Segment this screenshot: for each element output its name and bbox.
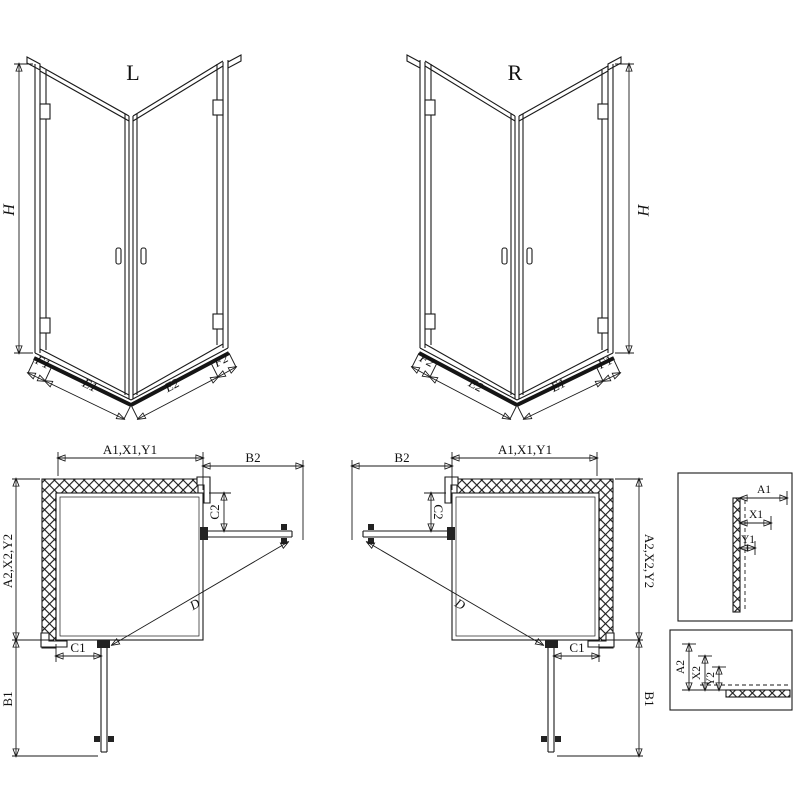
dim-label-y1-detail: Y1 [741,534,755,546]
dim-label-h-left: H [1,203,18,217]
dim-label-c1-left: C1 [70,640,85,655]
wall-end-profiles [40,476,211,648]
dim-label-d-right: D [452,595,469,613]
dim-label-c2-right: C2 [431,504,446,519]
dim-label-e2-right: E2 [465,375,486,396]
iso-right-labels: R H F2 E2 E1 F1 [416,60,651,395]
dim-label-a2x2y2-left: A2,X2,Y2 [0,534,15,588]
dim-label-b2-left: B2 [245,450,260,465]
dim-label-x2-detail: X2 [691,666,703,680]
wall-profile-right [222,54,242,348]
dim-label-h-right: H [634,203,651,217]
dim-label-f2-left: F2 [210,350,231,371]
dim-label-e1-right: E1 [547,375,567,395]
glass-door-edges [45,64,218,399]
glass-profile-horizontal [725,689,791,698]
wall-profile-left [26,56,41,353]
dim-label-a2-detail: A2 [675,660,687,674]
door-hinges [39,99,224,334]
height-dimension [14,64,33,353]
dim-label-a2x2y2-right: A2,X2,Y2 [642,534,657,588]
dim-label-b1-right: B1 [642,691,657,706]
base-threshold [33,343,230,407]
dim-label-a1x1y1-left: A1,X1,Y1 [103,442,157,457]
dim-label-b1-left: B1 [0,691,15,706]
base-dimension-right-slope [130,352,236,419]
base-dimension-left-slope [28,357,132,419]
dim-label-e2-left: E2 [161,375,182,396]
detail-box-bottom [669,629,793,711]
detail-labels: A1 X1 Y1 A2 X2 Y2 [675,484,771,686]
dim-label-c2-left: C2 [207,504,222,519]
dim-label-c1-right: C1 [569,640,584,655]
dim-label-y2-detail: Y2 [705,672,717,686]
top-edges [39,60,224,122]
glass-profile-vertical [732,497,741,613]
open-door-bottom [94,640,114,753]
iso-left-labels: L H F1 E1 E2 F2 [1,60,231,396]
door-handles [115,247,147,265]
iso-left-geometry [14,54,242,419]
walls-hatched [41,478,199,649]
dim-label-f2-right: F2 [416,350,437,371]
dim-label-d-left: D [186,595,203,613]
dim-label-f1-left: F1 [32,352,52,372]
plan-right-geometry [352,452,643,756]
shower-tray [55,492,204,641]
plan-left-geometry [12,452,303,756]
view-label-left: L [126,60,139,85]
dim-label-f1-right: F1 [594,352,614,372]
plan-left-labels: A1,X1,Y1 B2 C2 A2,X2,Y2 C1 B1 D [0,442,261,707]
dim-label-b2-right: B2 [394,450,409,465]
view-label-right: R [508,60,523,85]
dim-label-a1-detail: A1 [757,484,771,496]
dim-label-e1-left: E1 [79,375,99,395]
detail-box-top [677,472,793,622]
plan-dimensions [12,452,303,756]
dim-label-x1-detail: X1 [749,509,763,521]
open-door-side [200,524,293,544]
dim-label-a1x1y1-right: A1,X1,Y1 [498,442,552,457]
